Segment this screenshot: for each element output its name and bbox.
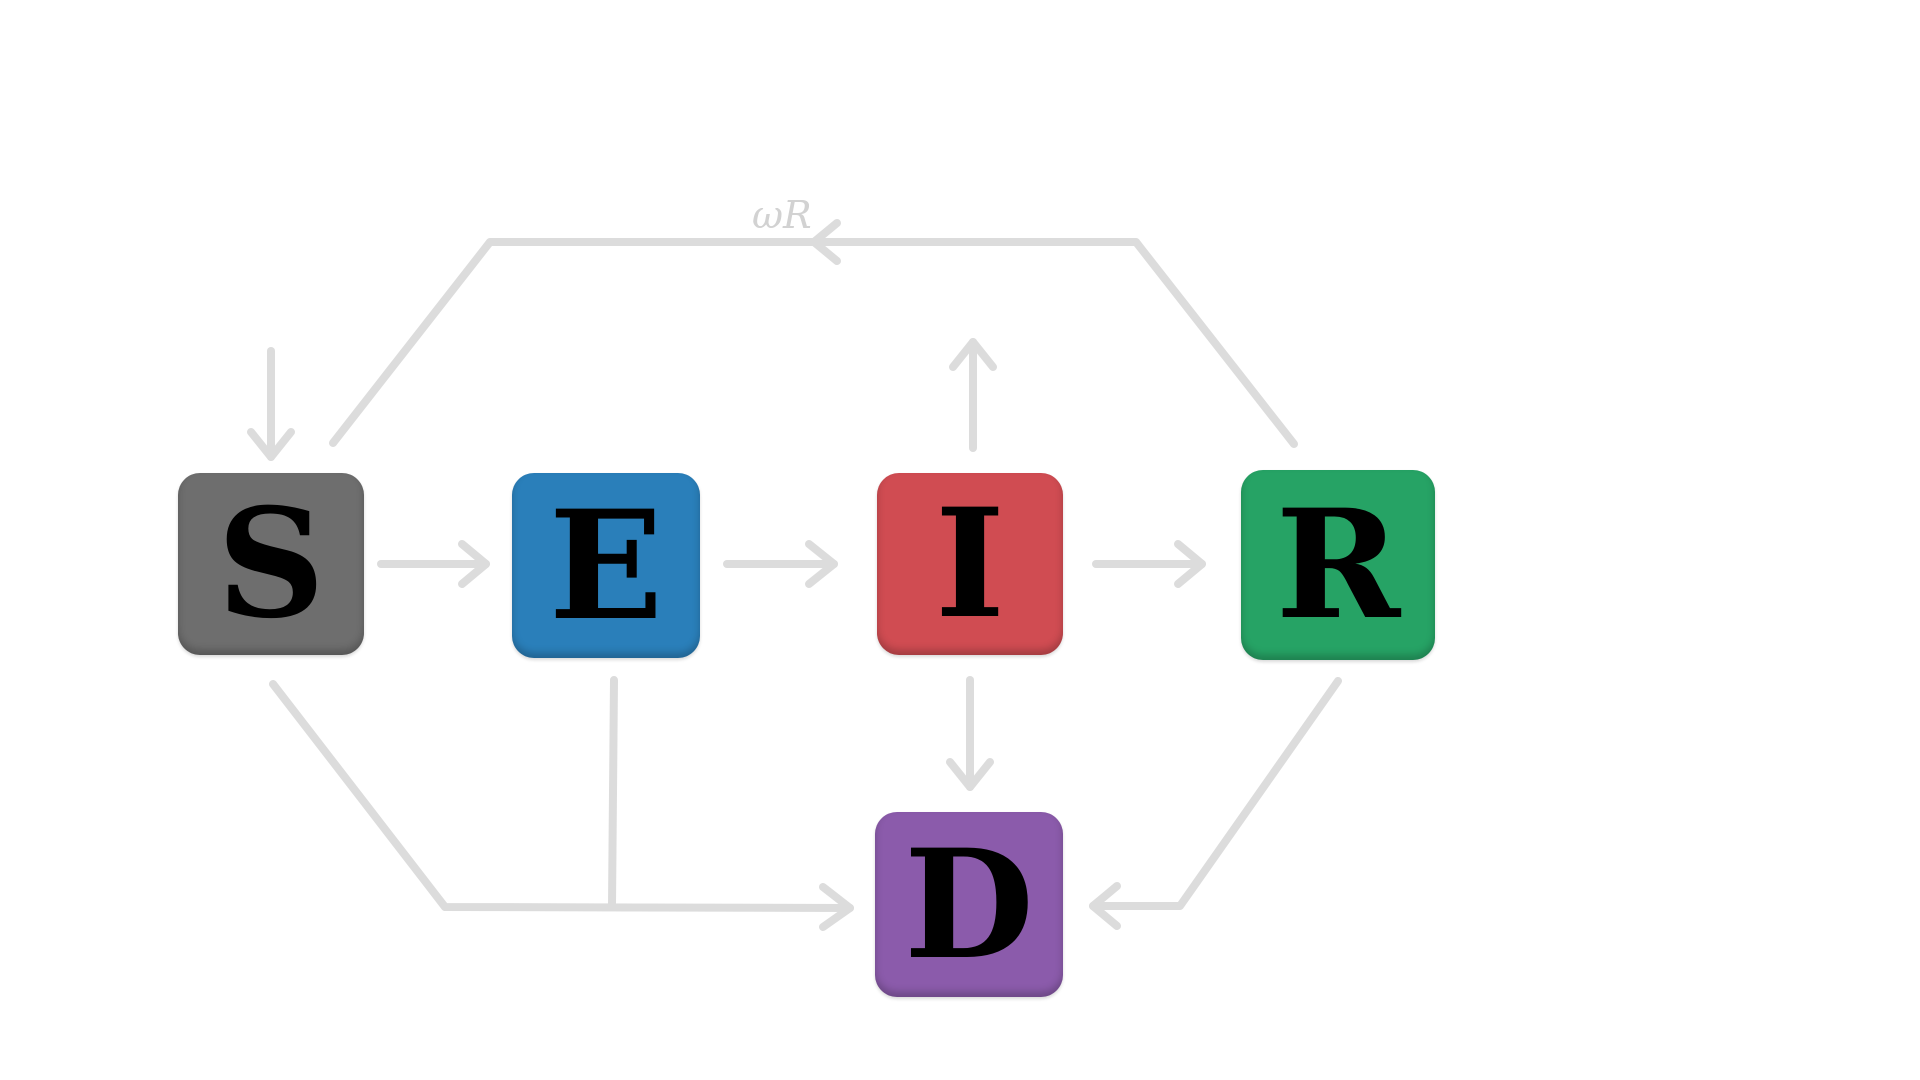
edge-label-r-to-s: ωR	[752, 193, 812, 237]
edge-s-to-d	[269, 680, 854, 912]
arrowhead-s-e-to-d	[819, 883, 854, 931]
node-d-label: D	[903, 816, 1035, 993]
arrowhead-i-to-r	[1174, 540, 1206, 588]
arrowhead-i-outflow	[949, 338, 997, 371]
node-e: E	[512, 473, 700, 658]
node-s-label: S	[216, 476, 326, 652]
node-e-label: E	[548, 477, 664, 654]
arrowhead-i-to-d	[946, 758, 994, 791]
arrowhead-e-to-i	[805, 540, 838, 588]
node-i-label: I	[934, 476, 1006, 652]
edge-e-to-d	[608, 676, 618, 909]
node-d: D	[875, 812, 1063, 997]
arrowhead-inflow-to-s	[247, 428, 295, 461]
node-s: S	[178, 473, 364, 655]
node-i: I	[877, 473, 1063, 655]
edge-r-to-s	[329, 238, 1298, 448]
arrowhead-s-to-e	[458, 540, 490, 588]
edge-r-to-d	[1089, 677, 1342, 910]
arrowhead-r-to-d	[1089, 882, 1121, 930]
node-r: R	[1241, 470, 1435, 660]
node-r-label: R	[1275, 477, 1401, 653]
arrowhead-r-to-s	[810, 219, 841, 265]
